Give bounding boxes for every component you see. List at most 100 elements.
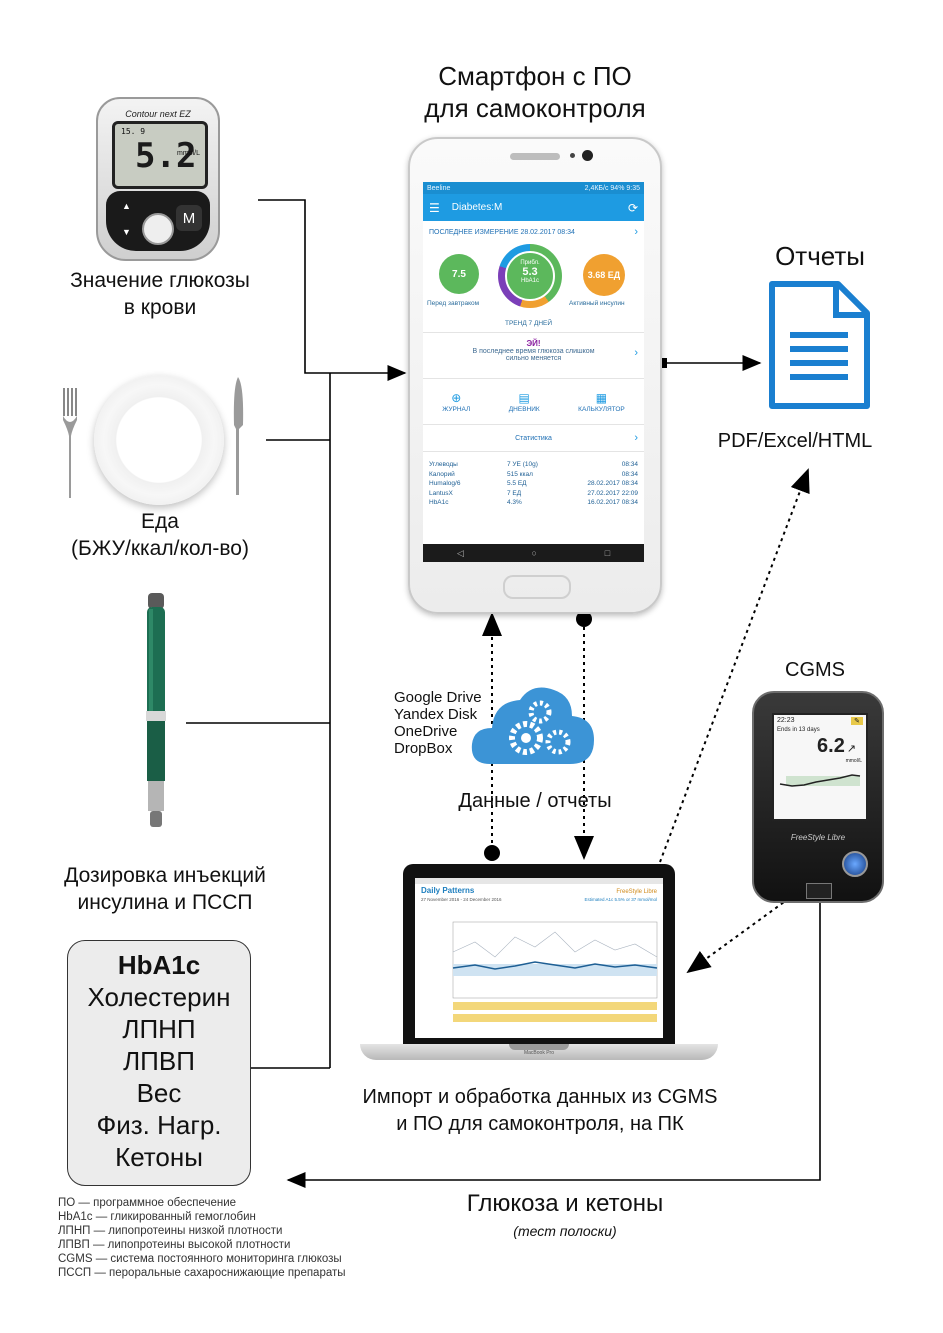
data-reports-label: Данные / отчеты	[458, 790, 612, 812]
statistics-row[interactable]: Статистика ›	[423, 425, 644, 452]
table-row: Углеводы 7 УЕ (10g) 08:34	[429, 460, 638, 470]
report-a1c: Estimated A1c 5.5% or 37 mmol/mol	[584, 897, 657, 902]
lab-item: ЛПНП	[122, 1014, 196, 1044]
before-breakfast-circle[interactable]: 7.5	[439, 254, 479, 294]
action-calculator[interactable]: ▦КАЛЬКУЛЯТОР	[578, 391, 625, 413]
test-strips-label: (тест полоски)	[513, 1223, 617, 1239]
glucometer-m-button: M	[176, 205, 202, 231]
action-diary[interactable]: ▤ДНЕВНИК	[509, 391, 540, 413]
phone-report-port	[657, 358, 667, 368]
stat-name: Углеводы	[429, 461, 458, 469]
stat-name: LantusX	[429, 489, 453, 497]
stat-name: Humalog/6	[429, 480, 461, 488]
phone-title-line1: Смартфон с ПО	[438, 61, 632, 91]
action-row: ⊕ЖУРНАЛ ▤ДНЕВНИК ▦КАЛЬКУЛЯТОР	[423, 379, 644, 425]
app-bar: ☰ Diabetes:M ⟳	[423, 194, 644, 221]
cloud-service: DropBox	[394, 740, 453, 757]
journal-icon: ⊕	[451, 390, 462, 405]
stat-value: 5.5 ЕД	[507, 480, 527, 488]
cgms-screen: 22:23 ✎ Ends in 13 days 6.2 ↗ mmol/L	[772, 713, 868, 821]
chevron-right-icon: ›	[634, 226, 638, 238]
action-calculator-label: КАЛЬКУЛЯТОР	[578, 405, 625, 413]
back-icon[interactable]: ◁	[456, 547, 464, 558]
recents-icon[interactable]: □	[604, 548, 611, 558]
laptop-display: Daily Patterns FreeStyle Libre 27 Novemb…	[415, 878, 663, 1038]
bayer-logo-icon	[142, 213, 174, 245]
fork-icon	[63, 388, 77, 498]
laptop-screen-frame: Daily Patterns FreeStyle Libre 27 Novemb…	[403, 864, 675, 1046]
active-insulin-circle[interactable]: 3.68 ЕД	[583, 254, 625, 296]
cloud-service: Yandex Disk	[394, 706, 478, 723]
menu-icon[interactable]: ☰	[429, 200, 440, 215]
report-title: Daily Patterns	[421, 886, 475, 895]
cgms-to-laptop-dotted	[686, 885, 807, 974]
home-icon[interactable]: ○	[531, 548, 537, 558]
stat-time: 08:34	[621, 461, 638, 469]
insulin-caption-line2: инсулина и ПССП	[77, 891, 253, 914]
lab-item: Вес	[136, 1078, 182, 1108]
legend-item: CGMS — система постоянного мониторинга г…	[58, 1253, 342, 1265]
legend-item: ЛПВП — липопротеины высокой плотности	[58, 1239, 291, 1251]
before-breakfast-value: 7.5	[452, 268, 466, 280]
diary-icon: ▤	[518, 390, 530, 405]
hba1c-ring[interactable]: Прибл. 5.3 HbA1c	[498, 244, 562, 308]
stat-value: 7 ЕД	[507, 489, 522, 497]
cgms-pen-icon: ✎	[851, 717, 863, 725]
action-diary-label: ДНЕВНИК	[508, 405, 540, 413]
active-insulin-value: 3.68 ЕД	[587, 270, 621, 280]
calculator-icon: ▦	[595, 390, 608, 405]
cgms-reader: 22:23 ✎ Ends in 13 days 6.2 ↗ mmol/L Fre…	[752, 691, 884, 903]
report-brand: FreeStyle Libre	[616, 889, 657, 895]
laptop: Daily Patterns FreeStyle Libre 27 Novemb…	[360, 864, 718, 1069]
laptop-notch	[509, 1044, 569, 1050]
lab-item: HbA1c	[117, 950, 201, 980]
stat-value: 7 УЕ (10g)	[507, 461, 538, 469]
stat-time: 16.02.2017 08:34	[587, 499, 638, 507]
cgms-note: Ends in 13 days	[777, 727, 820, 733]
laptop-to-phone-dot	[484, 845, 500, 861]
insulin-caption-line1: Дозировка инъекций	[64, 864, 266, 887]
app-title: Diabetes:M	[451, 202, 503, 213]
sync-icon[interactable]: ⟳	[627, 200, 638, 215]
cgms-to-infobox-line	[286, 901, 821, 1188]
last-measure-row[interactable]: ПОСЛЕДНЕЕ ИЗМЕРЕНИЕ 28.02.2017 08:34 ›	[423, 224, 644, 240]
cloud-gears-icon	[471, 687, 594, 764]
phone-camera	[582, 150, 593, 161]
document-icon	[769, 281, 870, 409]
stat-time: 27.02.2017 22:09	[587, 489, 638, 497]
food-caption-line2: (БЖУ/ккал/кол-во)	[71, 537, 249, 560]
cgms-title: CGMS	[785, 659, 845, 681]
cloud-services-list: Google Drive Yandex Disk OneDrive DropBo…	[394, 689, 482, 757]
phone-title-line2: для самоконтроля	[424, 93, 646, 123]
stat-value: 4.3%	[507, 499, 522, 507]
cgms-power-button	[842, 851, 868, 877]
glucometer-controls: ▲ ▼ M	[106, 191, 210, 251]
pc-caption-line2: и ПО для самоконтроля, на ПК	[396, 1113, 684, 1135]
last-measure-text: ПОСЛЕДНЕЕ ИЗМЕРЕНИЕ 28.02.2017 08:34	[429, 228, 575, 236]
phone-to-laptop-dot	[576, 611, 592, 627]
cgms-unit: mmol/L	[845, 758, 862, 764]
chevron-right-icon: ›	[634, 432, 638, 444]
warning-card[interactable]: ЭЙ! В последнее время глюкоза слишком си…	[423, 333, 644, 379]
hba1c-approx-label: Прибл.	[520, 260, 540, 266]
warning-line1: В последнее время глюкоза слишком	[472, 348, 595, 355]
phone-screen: Beeline 2,4КБ/с 94% 9:35 ☰ Diabetes:M ⟳ …	[423, 182, 644, 562]
action-journal[interactable]: ⊕ЖУРНАЛ	[442, 391, 470, 413]
down-arrow-icon: ▼	[122, 227, 131, 237]
food-caption: Еда (БЖУ/ккал/кол-во)	[40, 508, 280, 562]
legend-item: ПО — программное обеспечение	[58, 1197, 237, 1209]
status-info: 2,4КБ/с 94% 9:35	[584, 184, 640, 192]
legend-item: ЛПНП — липопротеины низкой плотности	[58, 1225, 283, 1237]
warning-title: ЭЙ!	[526, 339, 541, 348]
cgms-brand: FreeStyle Libre	[790, 833, 846, 842]
status-carrier: Beeline	[427, 184, 451, 192]
active-insulin-label: Активный инсулин	[569, 300, 625, 307]
lab-item: ЛПВП	[123, 1046, 195, 1076]
lab-values-box: HbA1c Холестерин ЛПНП ЛПВП Вес Физ. Нагр…	[67, 940, 251, 1186]
glucose-ketones-label: Глюкоза и кетоны	[466, 1190, 664, 1217]
glucometer-caption: Значение глюкозы в крови	[40, 267, 280, 321]
report-chart	[452, 921, 658, 1022]
glucometer-unit: mmol/L	[177, 150, 200, 157]
